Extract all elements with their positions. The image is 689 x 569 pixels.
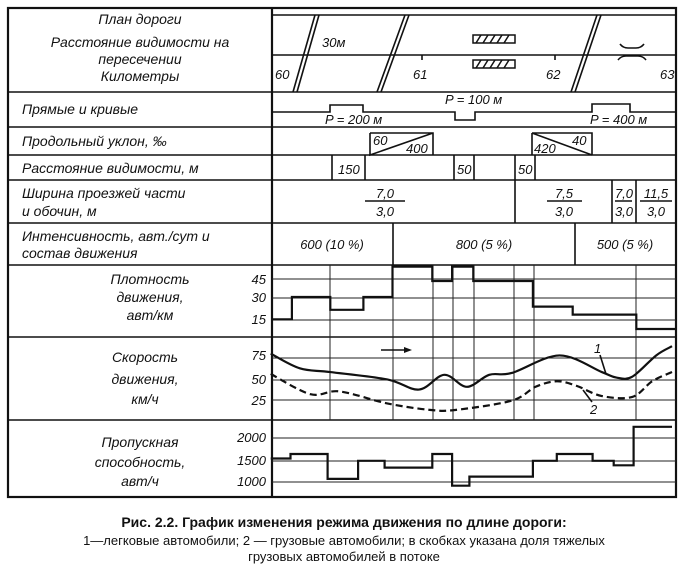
sight-value: 150	[338, 162, 360, 177]
label-plan-sight: Расстояние видимости на	[51, 34, 230, 50]
label-speed: Скорость	[112, 349, 178, 365]
sight-value: 50	[518, 162, 533, 177]
label-width: Ширина проезжей части	[22, 185, 186, 201]
km-61: 61	[413, 67, 427, 82]
alignment-row: P = 200 м P = 100 м P = 400 м	[272, 92, 676, 127]
label-plan-intersection: пересечении	[98, 51, 181, 67]
km-62: 62	[546, 67, 561, 82]
tick-label-density: 15	[252, 312, 267, 327]
series-label-2: 2	[582, 389, 598, 417]
label-intensity: Интенсивность, авт./сут и	[22, 228, 210, 244]
label-km: Километры	[101, 68, 180, 84]
figure-caption-line-2: грузовых автомобилей в потоке	[248, 549, 440, 564]
label-capacity-3: авт/ч	[121, 473, 159, 489]
width-shoulder: 3,0	[615, 204, 634, 219]
width-row: 7,0 3,0 7,5 3,0 7,0 3,0 11,5 3,0	[365, 180, 672, 223]
grade-a-top: 60	[373, 133, 388, 148]
building-icon	[472, 59, 516, 69]
curve-radius-1: P = 200 м	[325, 112, 382, 127]
bridge-icon	[617, 43, 647, 61]
tick-label-capacity: 2000	[236, 430, 267, 445]
curve-radius-3: P = 400 м	[590, 112, 647, 127]
grade-b-bottom: 420	[534, 141, 556, 156]
label-speed-3: км/ч	[131, 391, 158, 407]
tick-label-density: 45	[252, 272, 267, 287]
tick-label-density: 30	[252, 290, 267, 305]
sight-value: 50	[457, 162, 472, 177]
figure-caption-line-1: 1—легковые автомобили; 2 — грузовые авто…	[83, 533, 605, 548]
width-shoulder: 3,0	[376, 204, 395, 219]
tick-label-capacity: 1500	[237, 453, 267, 468]
intensity-value: 500 (5 %)	[597, 237, 653, 252]
label-density-2: движения,	[116, 289, 183, 305]
width-shoulder: 3,0	[555, 204, 574, 219]
width-carriageway: 7,0	[615, 186, 634, 201]
curve-radius-2: P = 100 м	[445, 92, 502, 107]
figure-caption-title: Рис. 2.2. График изменения режима движен…	[121, 514, 566, 530]
density-step-line	[272, 265, 676, 331]
intersection-sight-distance: 30м	[322, 35, 345, 50]
label-density-3: авт/км	[127, 307, 174, 323]
grade-row: 60 400 420 40	[369, 132, 593, 157]
tick-label-speed: 25	[251, 393, 267, 408]
km-63: 63	[660, 67, 675, 82]
label-speed-2: движения,	[111, 371, 178, 387]
y-tick-labels: 45 30 15 75 50 25 2000 1500 1000	[236, 272, 267, 489]
grade-a-bottom: 400	[406, 141, 428, 156]
tick-label-capacity: 1000	[237, 474, 267, 489]
sight-row: 150 50 50	[331, 155, 536, 180]
width-carriageway: 11,5	[644, 186, 669, 201]
label-capacity: Пропускная	[102, 434, 180, 450]
width-carriageway: 7,5	[555, 186, 574, 201]
label-width-2: и обочин, м	[22, 203, 97, 219]
svg-text:2: 2	[589, 402, 598, 417]
width-carriageway: 7,0	[376, 186, 395, 201]
capacity-step-line	[270, 425, 672, 487]
chart-marks	[270, 265, 676, 487]
intensity-row: 600 (10 %) 800 (5 %) 500 (5 %)	[300, 223, 653, 265]
width-shoulder: 3,0	[647, 204, 666, 219]
series-label-1: 1	[594, 341, 607, 375]
label-capacity-2: способность,	[95, 454, 186, 470]
label-intensity-2: состав движения	[22, 245, 138, 261]
speed-line-cars	[270, 345, 673, 391]
chart-grid	[272, 265, 676, 483]
label-grade: Продольный уклон, ‰	[22, 133, 167, 149]
tick-label-speed: 50	[252, 372, 267, 387]
km-60: 60	[275, 67, 290, 82]
label-sight: Расстояние видимости, м	[22, 160, 199, 176]
intensity-value: 800 (5 %)	[456, 237, 512, 252]
intensity-value: 600 (10 %)	[300, 237, 364, 252]
row-labels: План дороги Расстояние видимости на пере…	[22, 11, 229, 489]
diagram-frame	[6, 6, 678, 499]
label-plan: План дороги	[98, 11, 181, 27]
direction-arrow-icon	[381, 347, 412, 353]
label-alignment: Прямые и кривые	[22, 101, 138, 117]
grade-b-top: 40	[572, 133, 587, 148]
label-density: Плотность	[110, 271, 189, 287]
road-plan: 30м 60 61 62 63	[272, 14, 676, 93]
speed-line-trucks	[270, 371, 673, 412]
tick-label-speed: 75	[252, 348, 267, 363]
building-icon	[472, 34, 516, 44]
svg-text:1: 1	[594, 341, 601, 356]
